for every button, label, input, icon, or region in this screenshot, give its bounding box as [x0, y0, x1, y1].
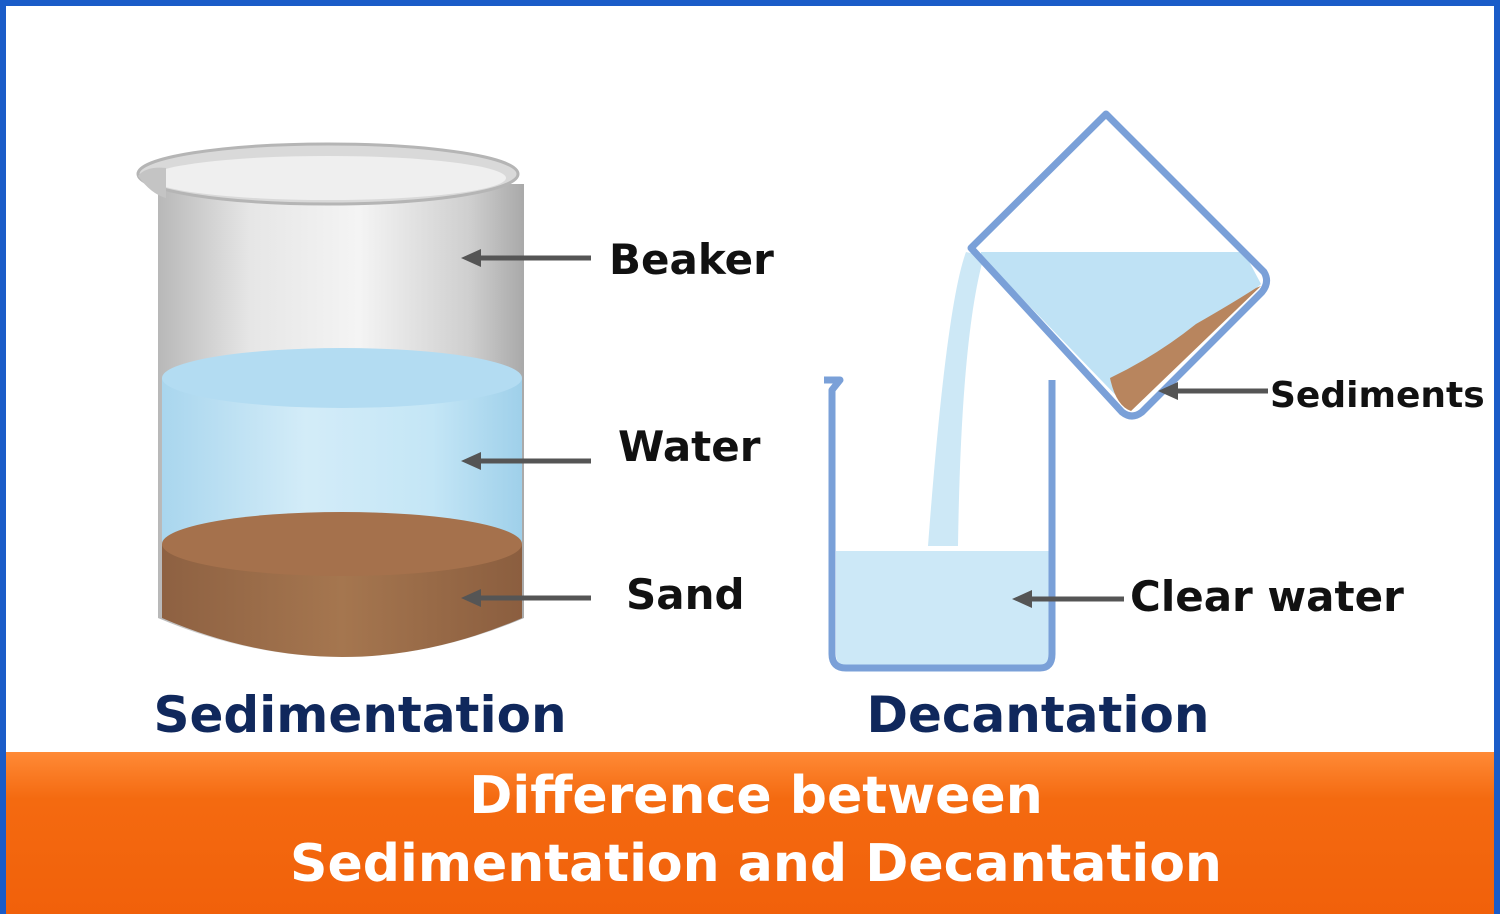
receiving-beaker-water [836, 551, 1050, 666]
banner-line-1: Difference between [469, 766, 1043, 826]
clear-water-arrowhead-icon [1012, 590, 1032, 608]
sand-arrowhead-icon [461, 589, 481, 607]
label-sediments: Sediments [1270, 375, 1485, 416]
sedimentation-beaker [136, 142, 524, 657]
pouring-stream [928, 252, 984, 546]
beaker-sand [162, 544, 522, 657]
label-sand: Sand [626, 570, 745, 619]
title-decantation: Decantation [866, 686, 1209, 744]
tilted-beaker-sediments [1110, 286, 1261, 411]
label-clear-water: Clear water [1130, 572, 1404, 621]
sedimentation-arrows [461, 249, 591, 607]
water-surface [162, 348, 522, 408]
decantation-arrows [1012, 382, 1268, 608]
sedimentation-decantation-diagram: Beaker Water Sand Sediments Clear water … [136, 110, 1485, 744]
label-water: Water [618, 422, 761, 471]
sediments-arrowhead-icon [1158, 382, 1178, 400]
beaker-arrowhead-icon [461, 249, 481, 267]
tilted-beaker [967, 110, 1271, 420]
receiving-beaker-outline [824, 376, 1056, 672]
tilted-beaker-water [981, 252, 1261, 411]
beaker-spout-icon [138, 167, 166, 198]
banner-title: Difference between Sedimentation and Dec… [6, 762, 1494, 898]
title-sedimentation: Sedimentation [153, 686, 566, 744]
tilted-beaker-outline [967, 110, 1271, 420]
banner-line-2: Sedimentation and Decantation [290, 834, 1222, 894]
sand-surface [162, 512, 522, 576]
receiving-beaker [824, 376, 1056, 672]
label-beaker: Beaker [609, 235, 774, 284]
water-arrowhead-icon [461, 452, 481, 470]
title-banner [6, 752, 1494, 914]
